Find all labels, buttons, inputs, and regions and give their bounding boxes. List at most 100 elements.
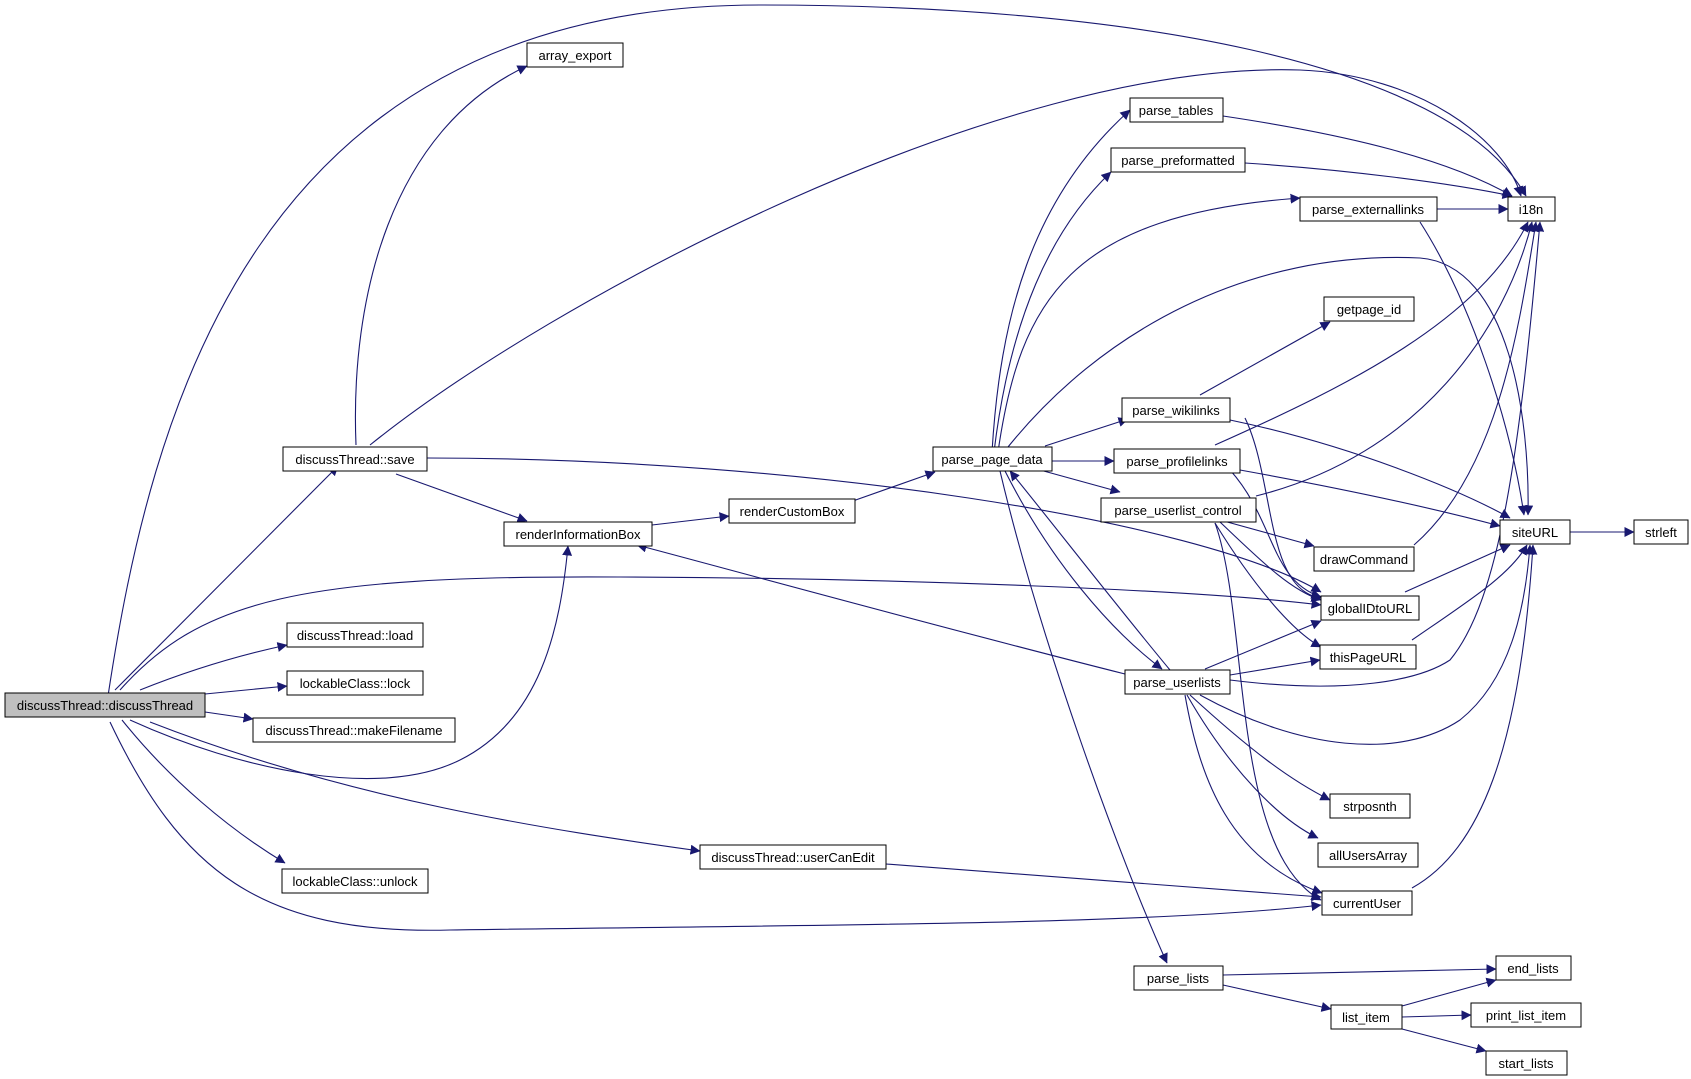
node-label: getpage_id — [1337, 302, 1401, 317]
edge-pul-renderInformationBox — [636, 542, 1126, 675]
node-thisPageURL[interactable]: thisPageURL — [1319, 644, 1417, 670]
edge-root-makeFilename — [204, 711, 254, 723]
edge-ppd-siteURL — [1003, 256, 1534, 516]
edge-ulc-i18n — [1255, 221, 1535, 497]
edge-wikilinks-globalID — [1244, 417, 1322, 602]
edge-ulc-currentUser — [1214, 522, 1322, 901]
node-label: currentUser — [1333, 896, 1402, 911]
node-print_list_item[interactable]: print_list_item — [1470, 1002, 1582, 1028]
node-allUsersArray[interactable]: allUsersArray — [1317, 842, 1419, 868]
node-globalIDtoURL[interactable]: globalIDtoURL — [1320, 595, 1420, 621]
node-unlock[interactable]: lockableClass::unlock — [281, 868, 429, 894]
node-parse_profilelinks[interactable]: parse_profilelinks — [1113, 448, 1241, 474]
node-label: list_item — [1342, 1010, 1390, 1025]
node-label: i18n — [1519, 202, 1544, 217]
node-label: discussThread::makeFilename — [265, 723, 442, 738]
edge-ppd-parse_externallinks — [997, 193, 1301, 453]
edge-save-i18n — [369, 69, 1524, 446]
edge-listitem-end_lists — [1401, 977, 1497, 1007]
edge-ppd-parse_wikilinks — [1044, 417, 1129, 447]
node-parse_externallinks[interactable]: parse_externallinks — [1299, 196, 1438, 222]
node-label: renderInformationBox — [515, 527, 641, 542]
node-label: siteURL — [1512, 525, 1558, 540]
node-root[interactable]: discussThread::discussThread — [4, 692, 206, 718]
node-label: parse_preformatted — [1121, 153, 1234, 168]
edge-pul-currentUser — [1184, 694, 1323, 895]
nodes: discussThread::discussThread array_expor… — [4, 42, 1689, 1076]
node-array_export[interactable]: array_export — [526, 42, 624, 68]
node-label: parse_userlist_control — [1114, 503, 1241, 518]
edge-preformatted-i18n — [1244, 162, 1513, 199]
edge-tables-i18n — [1222, 115, 1513, 197]
node-renderInformationBox[interactable]: renderInformationBox — [503, 521, 653, 547]
edge-profilelinks-globalID — [1229, 469, 1322, 599]
edge-ppd-parse_tables — [991, 109, 1131, 453]
node-list_item[interactable]: list_item — [1330, 1004, 1403, 1030]
edge-thisPage-siteURL — [1411, 544, 1528, 641]
node-strleft[interactable]: strleft — [1633, 519, 1689, 545]
node-end_lists[interactable]: end_lists — [1495, 955, 1572, 981]
edge-currentUser-siteURL — [1411, 544, 1538, 889]
edge-root-save — [114, 465, 339, 691]
edge-pul-globalID — [1204, 620, 1322, 670]
node-strposnth[interactable]: strposnth — [1329, 793, 1411, 819]
edge-root-currentUser — [109, 721, 1322, 931]
node-label: start_lists — [1499, 1056, 1554, 1071]
node-load[interactable]: discussThread::load — [286, 622, 424, 648]
node-label: discussThread::userCanEdit — [711, 850, 875, 865]
edge-profilelinks-siteURL — [1239, 469, 1501, 529]
edge-pul-strposnth — [1189, 694, 1331, 801]
edge-wikilinks-getpage_id — [1199, 321, 1331, 396]
node-parse_preformatted[interactable]: parse_preformatted — [1110, 147, 1246, 173]
edge-profilelinks-i18n — [1214, 221, 1529, 446]
node-parse_lists[interactable]: parse_lists — [1133, 965, 1224, 991]
node-parse_userlist_control[interactable]: parse_userlist_control — [1100, 497, 1257, 523]
node-makeFilename[interactable]: discussThread::makeFilename — [252, 717, 456, 743]
edge-rib-renderCustomBox — [651, 512, 730, 526]
node-label: parse_profilelinks — [1126, 454, 1228, 469]
node-label: strleft — [1645, 525, 1677, 540]
node-save[interactable]: discussThread::save — [282, 446, 428, 472]
edges — [107, 4, 1635, 1054]
node-siteURL[interactable]: siteURL — [1499, 519, 1571, 545]
edge-ppd-parse_userlists — [1004, 470, 1163, 670]
node-label: parse_lists — [1147, 971, 1210, 986]
edge-save-renderInformationBox — [395, 473, 528, 523]
node-parse_wikilinks[interactable]: parse_wikilinks — [1121, 397, 1231, 423]
edge-rcb-parse_page_data — [849, 470, 936, 503]
edge-root-globalIDtoURL — [119, 576, 1322, 691]
node-label: parse_tables — [1139, 103, 1214, 118]
node-getpage_id[interactable]: getpage_id — [1323, 296, 1415, 322]
node-label: discussThread::load — [297, 628, 413, 643]
edge-parselists-list_item — [1222, 984, 1332, 1012]
node-i18n[interactable]: i18n — [1507, 196, 1556, 222]
node-label: parse_userlists — [1133, 675, 1221, 690]
node-start_lists[interactable]: start_lists — [1485, 1050, 1568, 1076]
node-parse_userlists[interactable]: parse_userlists — [1124, 669, 1231, 695]
edge-pul-i18n — [1229, 221, 1545, 687]
edge-save-globalIDtoURL — [426, 457, 1322, 593]
edge-userCanEdit-currentUser — [885, 863, 1322, 902]
edge-ulc-thisPageURL — [1214, 522, 1322, 648]
edge-pul-parse_page_data — [1009, 470, 1171, 671]
node-currentUser[interactable]: currentUser — [1321, 890, 1413, 916]
node-label: array_export — [539, 48, 612, 63]
node-lock[interactable]: lockableClass::lock — [286, 670, 424, 696]
edge-ulc-globalID — [1219, 521, 1322, 602]
node-label: renderCustomBox — [740, 504, 845, 519]
node-label: thisPageURL — [1330, 650, 1407, 665]
edge-root-lock — [204, 681, 288, 695]
edge-root-load — [139, 642, 288, 691]
node-renderCustomBox[interactable]: renderCustomBox — [728, 498, 856, 524]
edge-ulc-drawCommand — [1219, 519, 1315, 549]
node-drawCommand[interactable]: drawCommand — [1313, 546, 1415, 572]
node-parse_tables[interactable]: parse_tables — [1129, 97, 1224, 123]
node-label: drawCommand — [1320, 552, 1408, 567]
edge-pul-allUsersArray — [1186, 694, 1319, 839]
node-label: discussThread::discussThread — [17, 698, 193, 713]
node-userCanEdit[interactable]: discussThread::userCanEdit — [699, 844, 887, 870]
edge-root-userCanEdit — [149, 721, 701, 855]
node-parse_page_data[interactable]: parse_page_data — [932, 446, 1053, 472]
edge-save-array_export — [354, 65, 528, 446]
